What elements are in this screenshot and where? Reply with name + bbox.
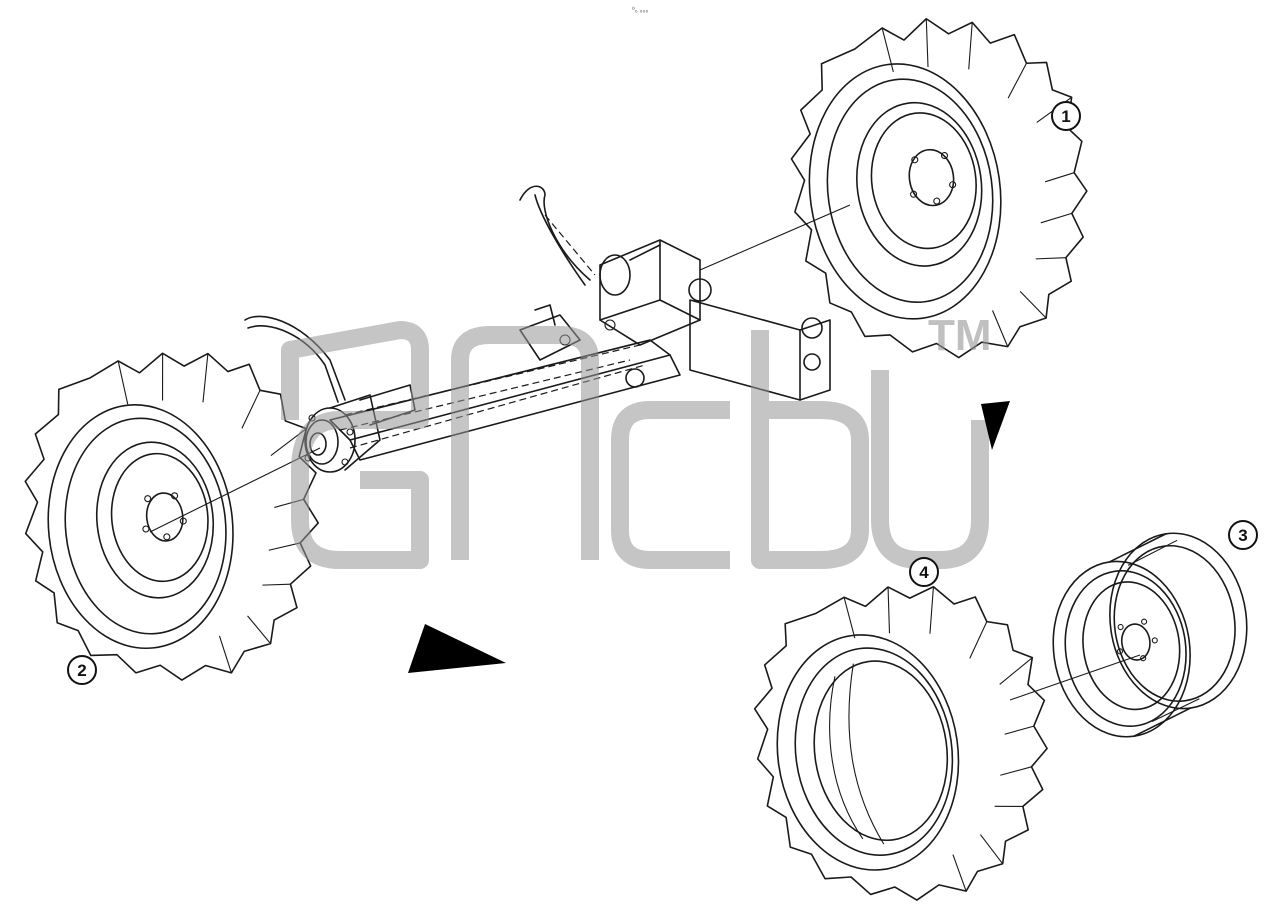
callout-2-label: 2 [77, 661, 86, 680]
leader-line-3-4 [1009, 654, 1141, 701]
header-small-text: ⁰₀ ₀₀₀ [632, 6, 648, 14]
direction-arrow-right [981, 401, 1010, 450]
direction-arrow-left [408, 624, 506, 673]
callout-4: 4 [909, 557, 939, 587]
tyre-4 [753, 585, 1048, 901]
callout-4-label: 4 [919, 563, 929, 582]
callout-2: 2 [67, 655, 97, 685]
axle-frame-assembly [244, 185, 831, 473]
watermark-logo: TM [281, 311, 992, 569]
trademark-symbol: TM [928, 311, 992, 360]
callout-1: 1 [1051, 101, 1081, 131]
rim-3 [1052, 532, 1248, 738]
leader-line-1 [699, 204, 851, 271]
wheel-assembly-1 [790, 17, 1088, 359]
callout-3-label: 3 [1238, 526, 1247, 545]
wheel-assembly-2 [24, 352, 320, 681]
callout-1-label: 1 [1061, 107, 1070, 126]
callout-3: 3 [1228, 520, 1258, 550]
